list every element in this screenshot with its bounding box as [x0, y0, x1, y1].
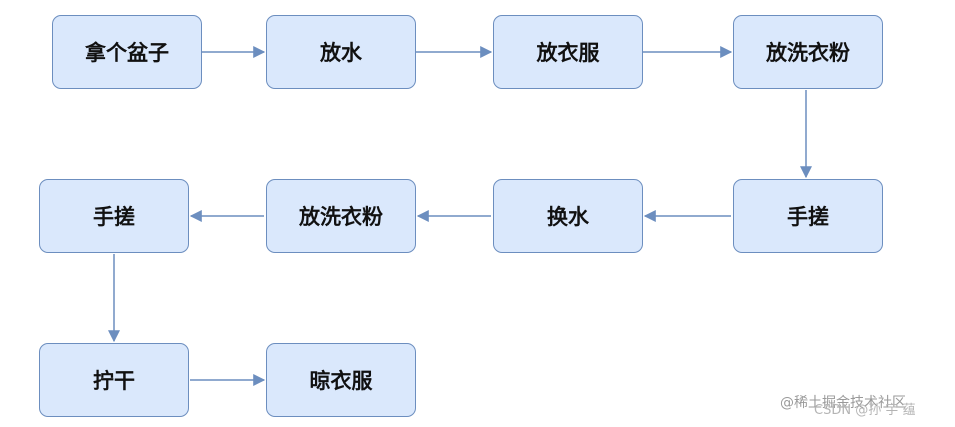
node-n3: 放衣服 — [493, 15, 643, 89]
node-n5: 手搓 — [733, 179, 883, 253]
watermark-juejin: @稀土掘金技术社区 — [780, 395, 906, 411]
node-n10: 晾衣服 — [266, 343, 416, 417]
node-n6: 换水 — [493, 179, 643, 253]
watermark-csdn: CSDN @孙 宇 蕴 — [814, 403, 916, 418]
node-n9: 拧干 — [39, 343, 189, 417]
node-n1: 拿个盆子 — [52, 15, 202, 89]
node-n7: 放洗衣粉 — [266, 179, 416, 253]
node-n8: 手搓 — [39, 179, 189, 253]
node-n2: 放水 — [266, 15, 416, 89]
node-n4: 放洗衣粉 — [733, 15, 883, 89]
